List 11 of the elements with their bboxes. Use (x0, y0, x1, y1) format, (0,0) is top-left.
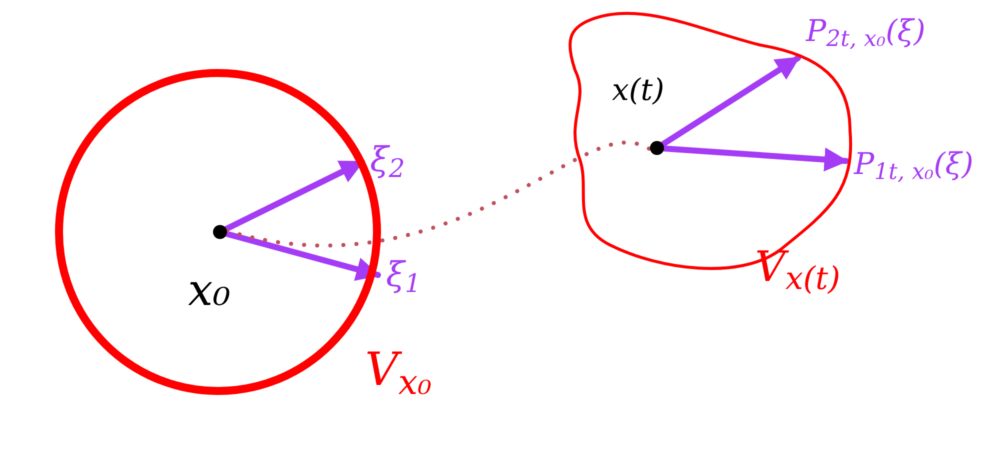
math-label: x(t) (612, 72, 664, 110)
math-label: V$_{x₀}$ (365, 341, 432, 404)
math-label: P$_{2t, x₀}$(ξ) (798, 4, 998, 58)
dotted-curve (224, 140, 652, 248)
arrow (660, 145, 849, 172)
math-label: P$_{1t, x₀}$(ξ) (846, 138, 1000, 190)
arrow (660, 55, 801, 148)
arrow (224, 230, 381, 281)
math-label: ξ$_{2}$ (362, 138, 412, 182)
math-label: x₀ (188, 264, 230, 318)
math-label: ξ$_{1}$ (378, 252, 428, 298)
